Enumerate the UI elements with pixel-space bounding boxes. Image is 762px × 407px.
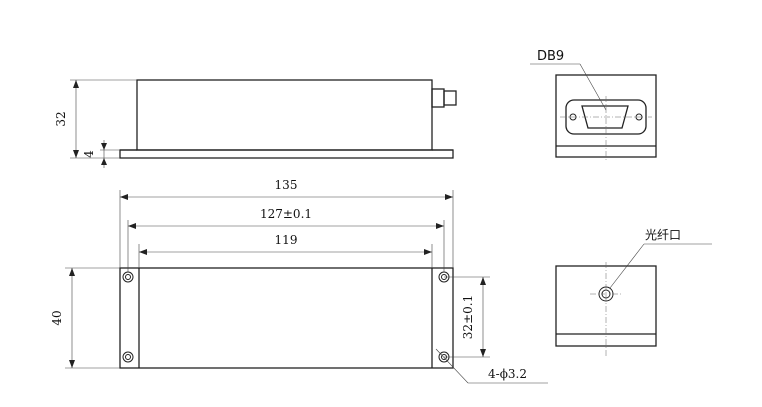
dim-hole-spacing-width: 32±0.1 [461, 295, 475, 339]
end-view-db9: DB9 [530, 49, 657, 160]
label-fiber-port: 光纤口 [645, 228, 681, 242]
side-flange [119, 149, 454, 159]
dim-holes: 4-ϕ3.2 [488, 367, 527, 381]
dim-flange-thickness: 4 [82, 150, 96, 158]
db9-shell [581, 105, 629, 129]
dim-hole-spacing-length: 127±0.1 [260, 207, 312, 221]
end-view-fiber: 光纤口 [555, 228, 712, 356]
top-view: 135 127±0.1 119 40 32±0.1 4-ϕ3.2 [50, 178, 548, 384]
dim-overall-length: 135 [275, 178, 298, 192]
side-view: 32 4 [54, 79, 457, 168]
dim-side-height: 32 [54, 111, 68, 126]
label-db9: DB9 [537, 49, 564, 64]
side-connector [431, 88, 445, 108]
dim-body-length: 119 [275, 233, 298, 247]
side-connector-tip [443, 90, 457, 106]
side-body [136, 79, 433, 151]
dim-overall-width: 40 [50, 310, 64, 325]
top-flange [119, 267, 454, 369]
